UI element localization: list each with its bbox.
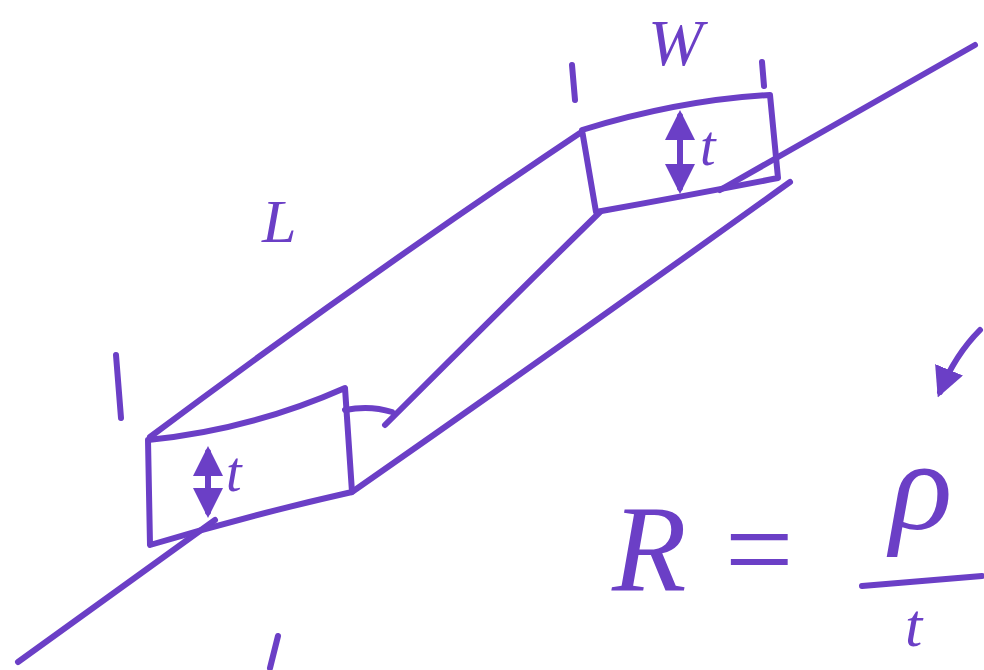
- axis-line: [18, 520, 215, 662]
- bar-edge: [150, 133, 580, 437]
- pen-stroke: [270, 636, 278, 668]
- bar-edge: [385, 212, 600, 425]
- dimension-arrow: [677, 116, 683, 188]
- formula-text: R =: [612, 488, 799, 610]
- dimension-tick: [762, 62, 764, 86]
- dimension-tick: [572, 65, 575, 100]
- width-label: W: [648, 10, 703, 76]
- bar-edge: [352, 182, 790, 492]
- axis-line: [720, 45, 975, 190]
- formula-text: ρ: [890, 420, 952, 550]
- end-face: [582, 95, 778, 212]
- pointer-arrow: [940, 330, 980, 392]
- dimension-tick: [116, 355, 121, 418]
- end-face: [148, 388, 352, 545]
- dimension-arrow: [205, 452, 211, 512]
- thickness-label: t: [226, 444, 242, 500]
- thickness-label: t: [700, 118, 716, 174]
- fraction-bar: [862, 576, 982, 586]
- length-label: L: [262, 190, 296, 252]
- bar-edge: [345, 408, 392, 412]
- formula-text: t: [905, 594, 922, 656]
